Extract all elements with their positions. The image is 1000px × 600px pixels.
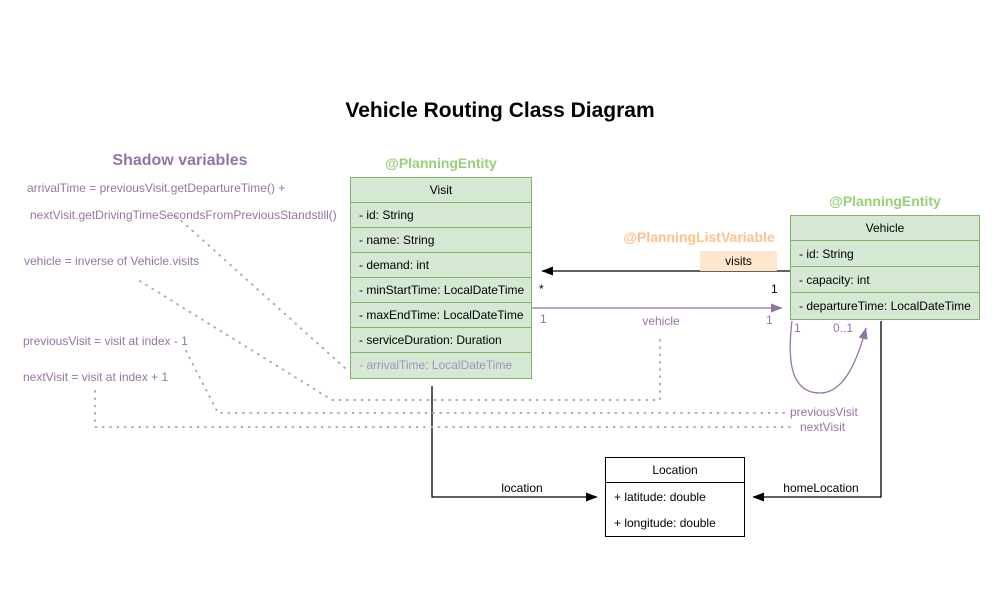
vehicle-edge-label: vehicle <box>642 314 680 328</box>
visit-attribute: - demand: int <box>351 253 531 278</box>
home-location-association-arrow <box>752 321 882 502</box>
vehicle-class-box: Vehicle - id: String - capacity: int - d… <box>790 215 980 320</box>
visit-chain-loop-arrow <box>789 320 868 394</box>
loop-multiplicity-source: 1 <box>794 321 801 335</box>
vehicle-multiplicity-vehicle-end: 1 <box>766 313 773 327</box>
diagram-title: Vehicle Routing Class Diagram <box>345 99 655 122</box>
next-visit-edge-label: nextVisit <box>800 420 846 434</box>
location-class-name: Location <box>606 458 744 483</box>
location-attribute: + latitude: double <box>614 490 706 504</box>
vehicle-attribute: - id: String <box>791 241 979 267</box>
visit-planning-entity-annotation: @PlanningEntity <box>385 155 497 171</box>
location-class-box: Location + latitude: double + longitude:… <box>605 457 745 537</box>
previous-visit-dotted-link <box>185 350 785 414</box>
visit-attribute: - serviceDuration: Duration <box>351 328 531 353</box>
visit-attribute-arrival-time-shadow: - arrivalTime: LocalDateTime <box>359 358 513 372</box>
visit-class-box: Visit - id: String - name: String - dema… <box>350 177 532 379</box>
shadow-variables-heading: Shadow variables <box>112 152 248 169</box>
note-previous-visit: previousVisit = visit at index - 1 <box>23 334 188 348</box>
visit-class-name: Visit <box>351 178 531 203</box>
visit-attribute: - minStartTime: LocalDateTime <box>351 278 531 303</box>
loop-multiplicity-target: 0..1 <box>833 321 854 335</box>
next-visit-dotted-link <box>94 390 794 428</box>
vehicle-multiplicity-visit-end: 1 <box>540 312 547 326</box>
location-edge-label: location <box>501 481 543 495</box>
note-arrival-time-line2: nextVisit.getDrivingTimeSecondsFromPrevi… <box>30 208 337 222</box>
arrival-time-dotted-link <box>175 215 346 369</box>
visits-edge-label-badge: visits <box>700 251 777 271</box>
home-location-edge-label: homeLocation <box>783 481 859 495</box>
location-attribute: + longitude: double <box>614 516 716 530</box>
vehicle-planning-entity-annotation: @PlanningEntity <box>829 193 941 209</box>
visit-attribute: - maxEndTime: LocalDateTime <box>351 303 531 328</box>
planning-list-variable-annotation: @PlanningListVariable <box>623 229 775 245</box>
previous-visit-edge-label: previousVisit <box>790 405 858 419</box>
visit-attribute: - name: String <box>351 228 531 253</box>
visits-multiplicity-visit-end: * <box>539 282 544 296</box>
note-vehicle: vehicle = inverse of Vehicle.visits <box>24 254 200 268</box>
vehicle-attribute: - capacity: int <box>791 267 979 293</box>
visit-attribute: - id: String <box>351 203 531 228</box>
visits-multiplicity-vehicle-end: 1 <box>771 282 778 296</box>
note-next-visit: nextVisit = visit at index + 1 <box>23 370 169 384</box>
vehicle-class-name: Vehicle <box>791 216 979 241</box>
location-association-arrow <box>431 386 598 502</box>
note-arrival-time-line1: arrivalTime = previousVisit.getDeparture… <box>27 181 286 195</box>
vehicle-attribute: - departureTime: LocalDateTime <box>799 299 971 313</box>
